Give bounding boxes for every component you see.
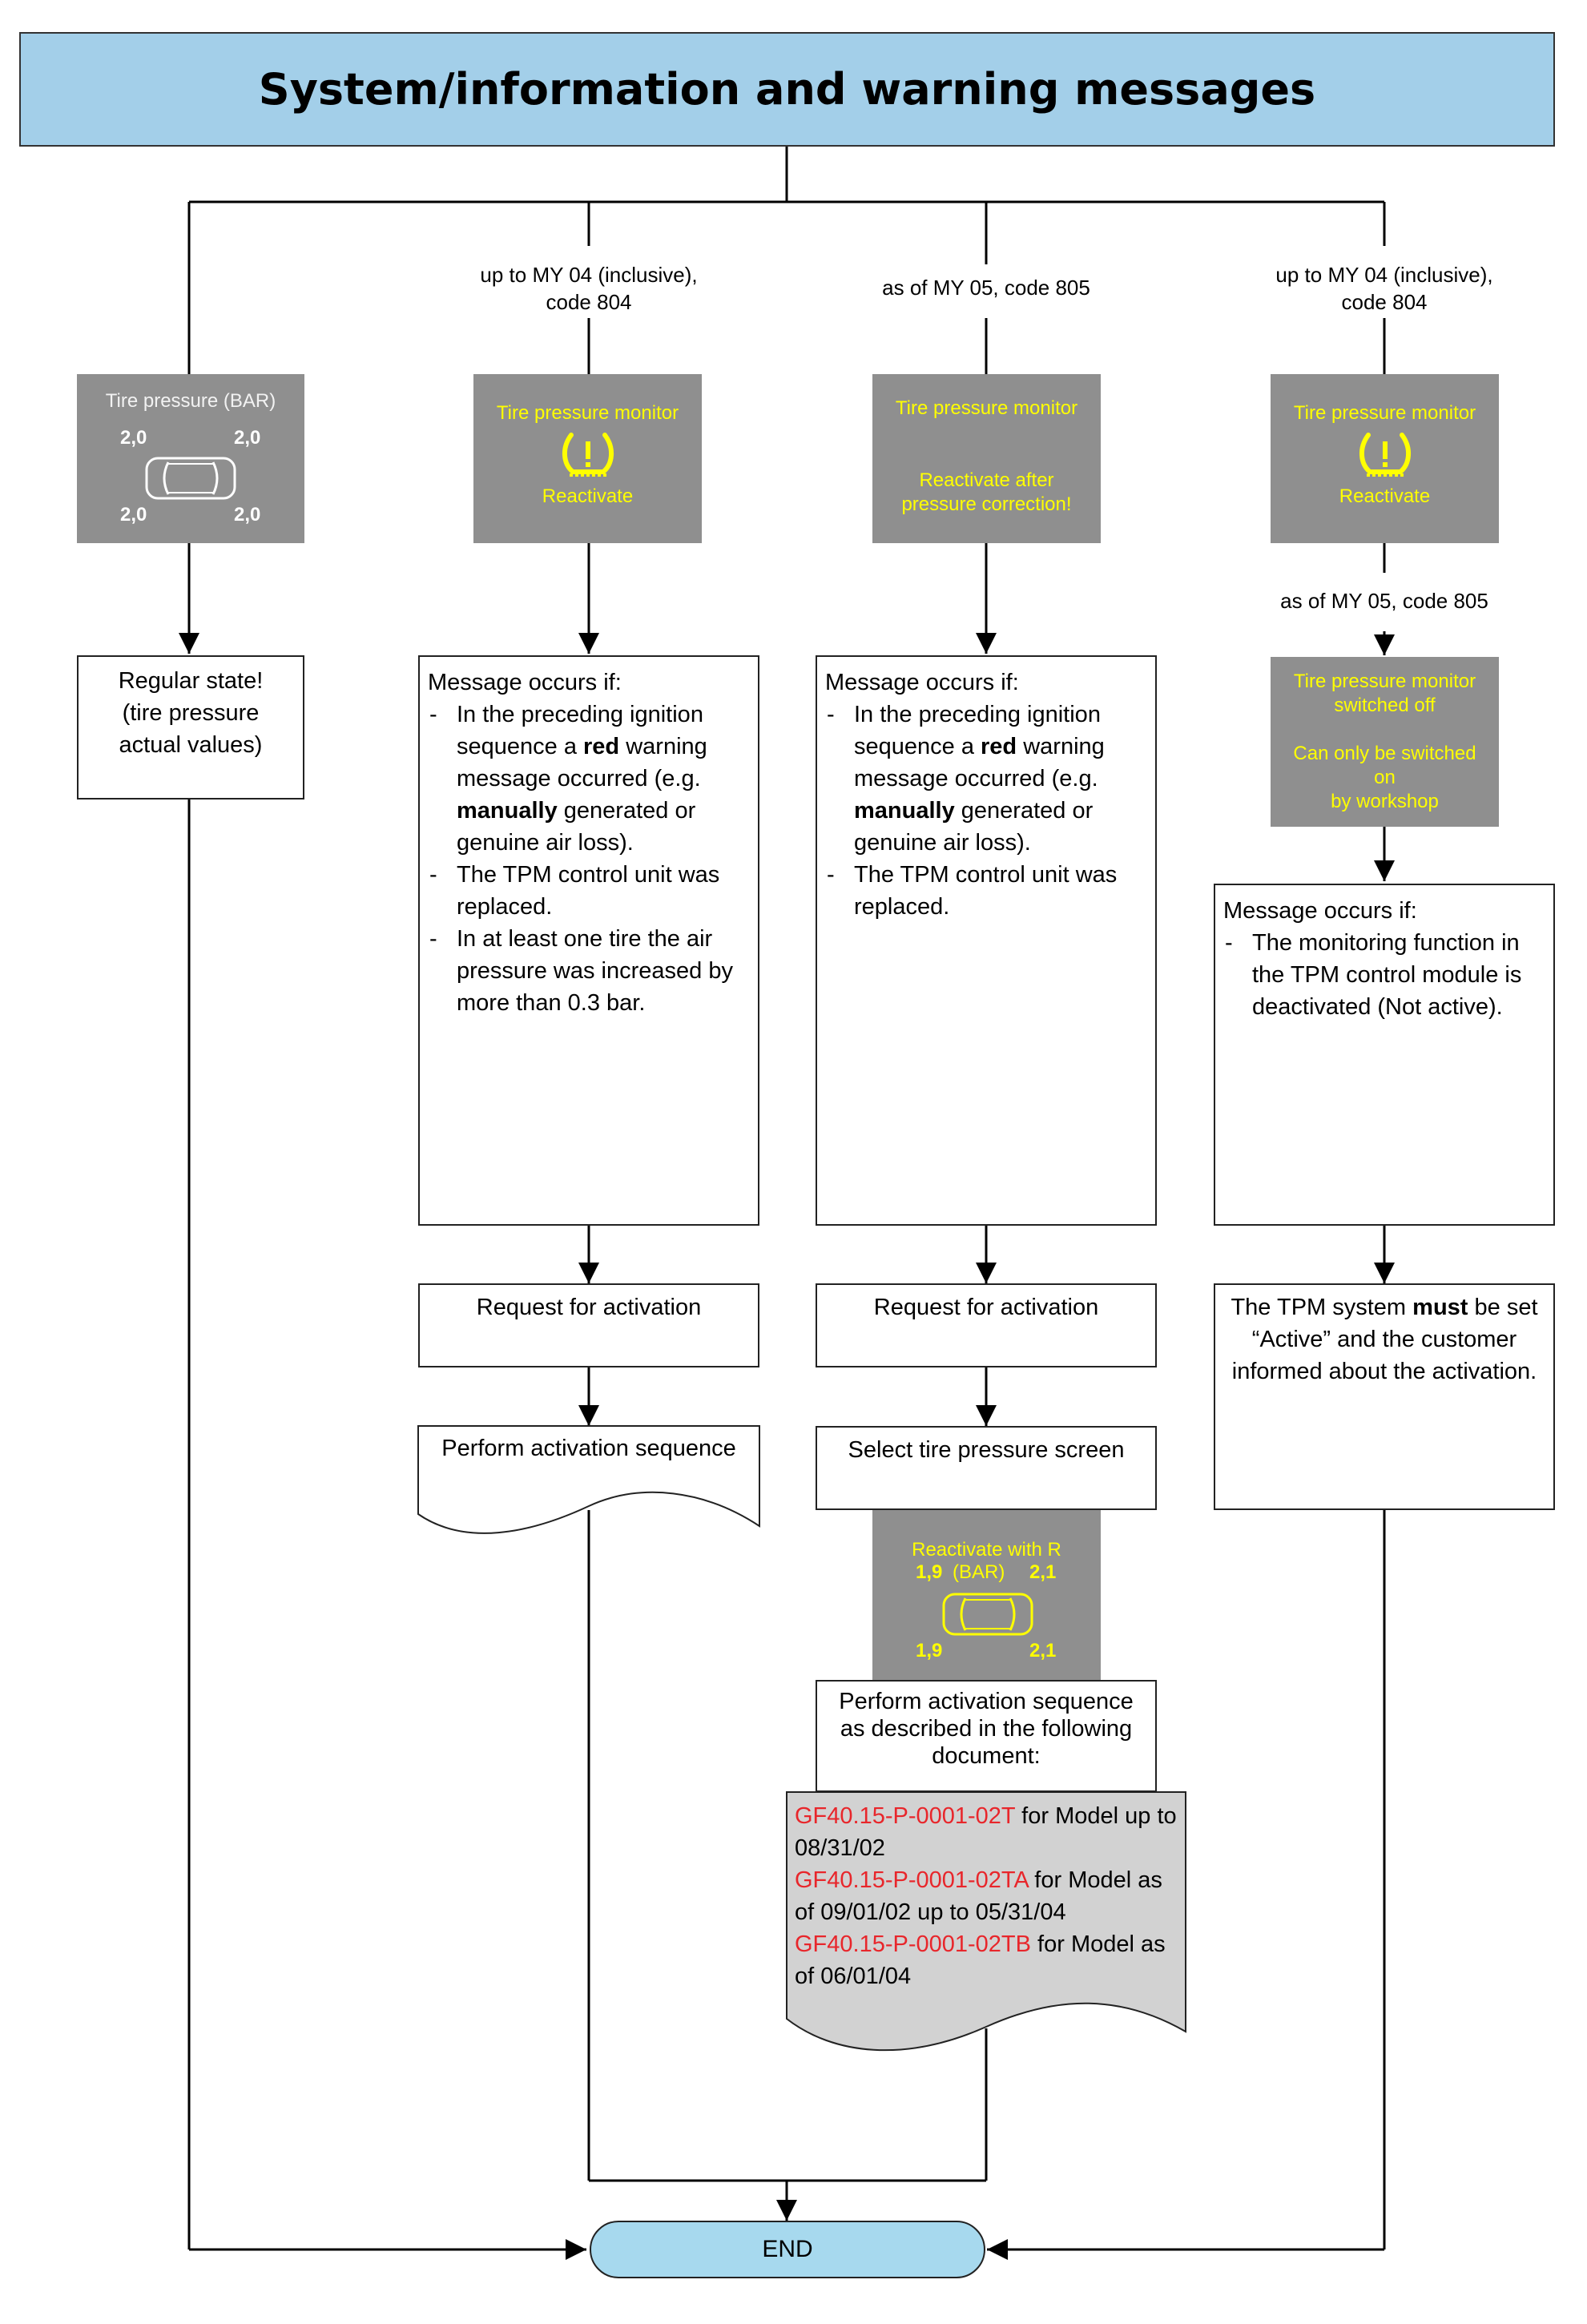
display-title: Tire pressure monitor: [1293, 402, 1476, 424]
display-title: Tire pressure monitor: [496, 402, 679, 424]
rear-left-value: 1,9: [916, 1640, 943, 1661]
perform-activation-col3: Perform activation sequence as described…: [816, 1680, 1157, 1792]
tire-warning-icon: [562, 433, 614, 477]
tpm-reactivate-display: Tire pressure monitor Reactivate: [473, 374, 702, 543]
doc-reference: GF40.15-P-0001-02TA for Model as of 09/0…: [795, 1867, 1162, 1925]
branch-label-col3: as of MY 05, code 805: [826, 274, 1146, 301]
tire-warning-icon: [1359, 433, 1411, 477]
message-box-col4: Message occurs if: The monitoring functi…: [1214, 884, 1555, 1226]
tpm-reactivate-after-display: Tire pressure monitor Reactivate after p…: [872, 374, 1101, 543]
doc-reference: GF40.15-P-0001-02TB for Model as of 06/0…: [795, 1931, 1166, 1989]
request-activation-col3: Request for activation: [816, 1283, 1157, 1367]
doc-reference: GF40.15-P-0001-02T for Model up to 08/31…: [795, 1803, 1177, 1861]
condition-item: In the preceding ignition sequence a red…: [825, 699, 1147, 859]
end-terminator: END: [590, 2221, 985, 2278]
condition-item: In the preceding ignition sequence a red…: [428, 699, 750, 859]
message-box-col2: Message occurs if: In the preceding igni…: [418, 655, 759, 1226]
display-status: Reactivate: [1339, 485, 1431, 507]
display-title: Tire pressure monitor: [895, 397, 1078, 419]
rear-right-value: 2,0: [234, 504, 261, 526]
condition-item: The TPM control unit was replaced.: [825, 859, 1147, 923]
tpm-switched-off-display: Tire pressure monitor switched off Can o…: [1271, 657, 1499, 827]
branch-label-col2: up to MY 04 (inclusive), code 804: [480, 263, 698, 314]
rear-left-value: 2,0: [120, 504, 147, 526]
document-references: GF40.15-P-0001-02T for Model up to 08/31…: [787, 1792, 1186, 1992]
condition-item: The monitoring function in the TPM contr…: [1223, 927, 1545, 1023]
front-right-value: 2,0: [234, 427, 261, 449]
car-top-view-icon: [145, 457, 236, 500]
condition-list: In the preceding ignition sequence a red…: [825, 699, 1147, 923]
car-top-view-icon: [942, 1593, 1033, 1636]
condition-list: The monitoring function in the TPM contr…: [1223, 927, 1545, 1023]
reference-doc-shape: [786, 1791, 1186, 2052]
front-left-value: 2,0: [120, 427, 147, 449]
perform-doc-shape: [417, 1425, 760, 1534]
display-title: Tire pressure (BAR): [105, 390, 276, 412]
branch-label-col4: up to MY 04 (inclusive), code 804: [1275, 263, 1493, 314]
reactivate-with-r-display: Reactivate with R 1,9 (BAR) 2,1 1,9 2,1: [872, 1510, 1101, 1680]
perform-activation-col2: Perform activation sequence: [441, 1436, 736, 1461]
message-box-col3: Message occurs if: In the preceding igni…: [816, 655, 1157, 1226]
page-title: System/information and warning messages: [19, 32, 1555, 147]
display-status: Reactivate: [542, 485, 634, 507]
display-title: Reactivate with R: [912, 1539, 1061, 1561]
doc-code-link[interactable]: GF40.15-P-0001-02T: [795, 1803, 1016, 1829]
front-left-value: 1,9: [916, 1561, 943, 1583]
condition-list: In the preceding ignition sequence a red…: [428, 699, 750, 1019]
front-right-value: 2,1: [1029, 1561, 1057, 1583]
regular-state-box: Regular state! (tire pressure actual val…: [77, 655, 304, 800]
request-activation-col2: Request for activation: [418, 1283, 759, 1367]
select-tire-pressure-screen: Select tire pressure screen: [816, 1426, 1157, 1510]
doc-code-link[interactable]: GF40.15-P-0001-02TB: [795, 1931, 1031, 1957]
branch-label-col4-lower: as of MY 05, code 805: [1280, 589, 1488, 613]
condition-item: The TPM control unit was replaced.: [428, 859, 750, 923]
unit-label: (BAR): [953, 1561, 1005, 1583]
rear-right-value: 2,1: [1029, 1640, 1057, 1661]
tpm-reactivate-display-col4: Tire pressure monitor Reactivate: [1271, 374, 1499, 543]
condition-item: In at least one tire the air pressure wa…: [428, 923, 750, 1019]
doc-code-link[interactable]: GF40.15-P-0001-02TA: [795, 1867, 1029, 1893]
tpm-must-be-active-box: The TPM system must be set “Active” and …: [1214, 1283, 1555, 1510]
tire-pressure-display: Tire pressure (BAR) 2,0 2,0 2,0 2,0: [77, 374, 304, 543]
